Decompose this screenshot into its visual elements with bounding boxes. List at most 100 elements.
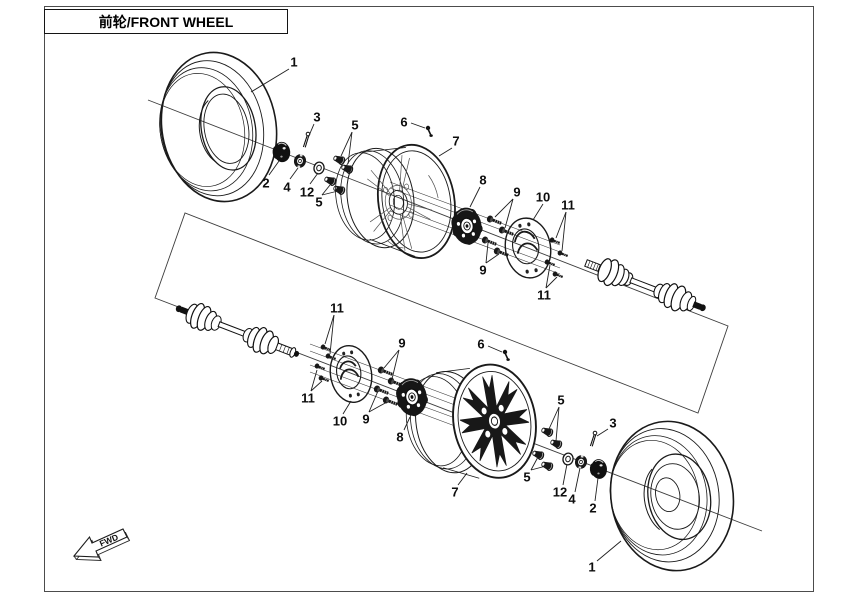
- callout-8: 8: [479, 173, 486, 188]
- leader-line: [268, 160, 280, 176]
- upper-wheel-assembly: [159, 51, 706, 312]
- cv-axle-lower: [175, 302, 300, 358]
- leader-line: [504, 198, 514, 229]
- brake-disc-lower: [329, 344, 373, 404]
- castle-nut-upper: [292, 152, 308, 170]
- leader-line: [391, 349, 400, 380]
- leader-line: [403, 416, 411, 431]
- callout-11: 11: [561, 198, 575, 213]
- tire-upper: [159, 51, 278, 203]
- callout-9: 9: [479, 263, 486, 278]
- lug-nut: [331, 183, 347, 197]
- wheel-rim-upper: [335, 143, 456, 259]
- leader-line: [368, 401, 388, 413]
- diagram-title: 前轮/FRONT WHEEL: [44, 9, 288, 34]
- leader-line: [383, 349, 400, 369]
- wheel-stud: [372, 384, 390, 398]
- axis-reference-line: [147, 99, 763, 532]
- callout-1: 1: [588, 560, 595, 575]
- disc-bolt: [556, 249, 570, 259]
- callout-3: 3: [313, 110, 320, 125]
- wheel-stud: [376, 365, 394, 379]
- leader-line: [321, 190, 339, 196]
- callout-6: 6: [400, 115, 407, 130]
- leader-line: [469, 186, 481, 208]
- callout-12: 12: [553, 485, 567, 500]
- callout-11: 11: [330, 301, 344, 316]
- wheel-rim-lower: [405, 363, 537, 479]
- leader-line: [530, 465, 547, 471]
- callout-10: 10: [333, 414, 347, 429]
- disc-bolt: [551, 270, 565, 280]
- lower-wheel-assembly: [175, 302, 735, 572]
- leader-line: [310, 369, 318, 392]
- cotter-pin-lower: [589, 430, 598, 447]
- lug-nut: [530, 448, 546, 462]
- hub-cap-lower: [588, 457, 609, 481]
- page-border: [44, 6, 814, 592]
- cotter-pin-upper: [302, 131, 311, 148]
- callout-4: 4: [568, 492, 576, 507]
- rim-spoke-star: [459, 375, 530, 468]
- callout-6: 6: [477, 337, 484, 352]
- leader-line: [485, 242, 489, 264]
- leader-line: [410, 122, 426, 129]
- callout-12: 12: [300, 185, 314, 200]
- leader-line: [548, 406, 560, 430]
- callout-1: 1: [290, 55, 297, 70]
- callout-11: 11: [537, 288, 551, 303]
- washer-upper: [312, 160, 326, 176]
- rim-spokes-upper: [367, 155, 439, 251]
- callout-5: 5: [523, 470, 530, 485]
- callout-10: 10: [536, 190, 550, 205]
- callout-2: 2: [262, 176, 269, 191]
- callout-11: 11: [301, 391, 315, 406]
- callout-8: 8: [396, 430, 403, 445]
- leader-line: [532, 203, 544, 221]
- leader-line: [321, 184, 331, 196]
- leader-line: [340, 131, 353, 157]
- disc-bolt: [317, 374, 331, 384]
- washer-lower: [561, 451, 575, 467]
- leader-line: [596, 540, 622, 562]
- disc-bolt: [319, 343, 333, 353]
- leader-line: [561, 211, 567, 252]
- callout-9: 9: [513, 185, 520, 200]
- callout-7: 7: [452, 134, 459, 149]
- leader-line: [310, 380, 323, 392]
- leader-line: [555, 406, 560, 442]
- lug-nut: [539, 459, 555, 473]
- leader-line: [309, 172, 319, 185]
- leader-line: [574, 467, 581, 493]
- callout-4: 4: [283, 180, 291, 195]
- leader-line: [438, 147, 453, 157]
- leader-line: [324, 314, 335, 345]
- lug-nut: [539, 425, 555, 439]
- leader-line: [596, 428, 609, 437]
- brake-disc-upper: [504, 217, 552, 279]
- leader-line: [594, 477, 599, 502]
- leader-line: [457, 472, 468, 486]
- callout-5: 5: [351, 118, 358, 133]
- leader-line: [545, 276, 558, 289]
- valve-stem-lower: [501, 348, 511, 362]
- leader-line: [530, 456, 539, 471]
- valve-stem-upper: [424, 125, 434, 138]
- callout-9: 9: [398, 336, 405, 351]
- cv-axle-upper: [584, 258, 706, 312]
- callout-5: 5: [557, 393, 564, 408]
- leader-line: [307, 123, 315, 139]
- leader-line: [485, 253, 500, 264]
- hub-cap-upper: [271, 140, 292, 164]
- callout-9: 9: [362, 412, 369, 427]
- callout-7: 7: [451, 485, 458, 500]
- leader-line: [329, 314, 335, 355]
- callout-2: 2: [589, 501, 596, 516]
- castle-nut-lower: [573, 453, 589, 471]
- lug-nut: [322, 174, 338, 188]
- callout-5: 5: [315, 195, 322, 210]
- tire-lower: [609, 420, 735, 572]
